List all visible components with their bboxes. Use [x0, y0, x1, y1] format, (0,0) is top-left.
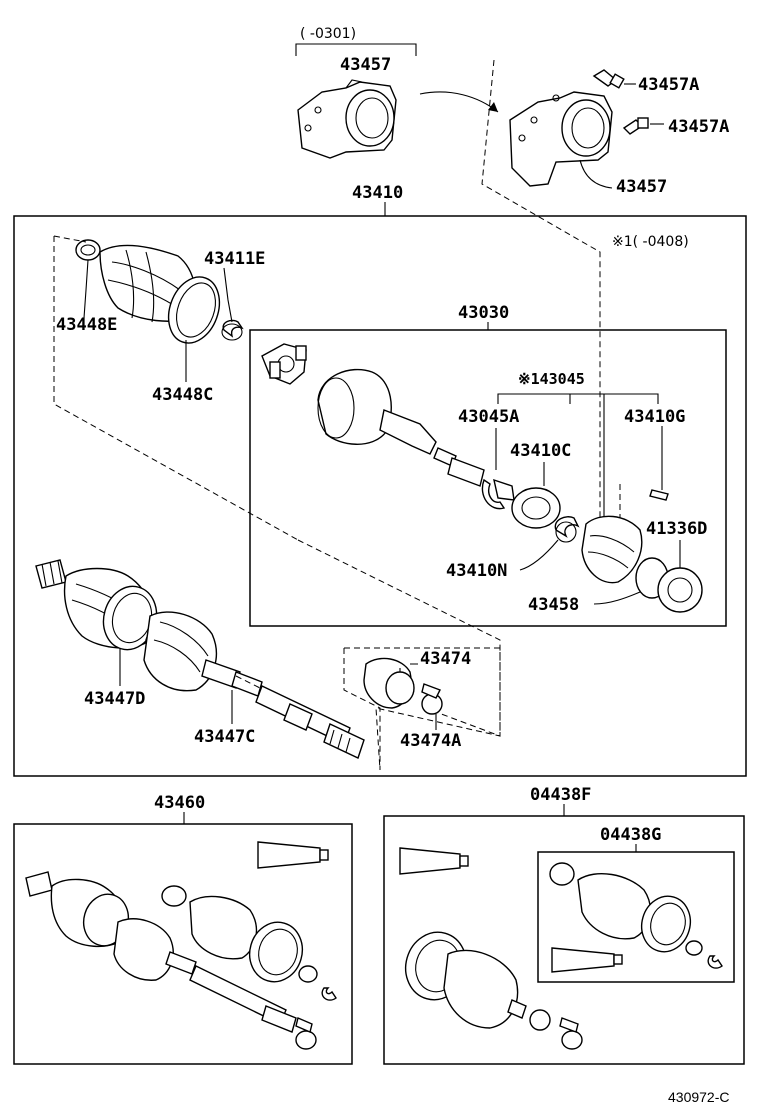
snap-ring-43411E[interactable] [221, 319, 244, 341]
reference-code: 430972-C [668, 1089, 730, 1105]
label-43457-top[interactable]: 43457 [340, 55, 391, 75]
label-43447C[interactable]: 43447C [194, 727, 255, 747]
tripod-joint[interactable] [261, 343, 307, 385]
label-41336D[interactable]: 41336D [646, 519, 707, 539]
boot-kit-04438G[interactable] [549, 862, 723, 973]
label-43045A[interactable]: 43045A [458, 407, 519, 427]
inner-joint-parts: ※143045 43045A 43410G 43410C [261, 343, 707, 615]
bearing-43410C[interactable] [511, 487, 561, 529]
drive-shaft-assembly[interactable] [35, 559, 365, 759]
bolt-43457A-upper[interactable] [592, 69, 625, 89]
range-label-0301: ( -0301) [300, 26, 356, 42]
boot-clamp-43448C[interactable] [160, 270, 228, 350]
label-04438G[interactable]: 04438G [600, 825, 661, 845]
bracket-group-top: ( -0301) 43457 43457A [295, 26, 729, 520]
shaft-kit-box [13, 823, 353, 1065]
snap-ring-43410N[interactable] [554, 516, 580, 543]
boot-kit-04438F[interactable] [398, 847, 583, 1050]
label-43474[interactable]: 43474 [420, 649, 471, 669]
shaft-kit-43460[interactable] [25, 841, 337, 1050]
bearing-bracket-left[interactable] [297, 79, 397, 159]
label-43448C[interactable]: 43448C [152, 385, 213, 405]
boot-kit-box-04438G [537, 851, 735, 983]
label-43457-right[interactable]: 43457 [616, 177, 667, 197]
label-43474A[interactable]: 43474A [400, 731, 461, 751]
boot-43474[interactable] [363, 657, 415, 709]
label-43411E[interactable]: 43411E [204, 249, 265, 269]
pin-43410G[interactable] [649, 489, 669, 501]
clamp-43474A[interactable] [421, 683, 443, 715]
label-43410G[interactable]: 43410G [624, 407, 685, 427]
bolt-43457A-lower[interactable] [622, 117, 649, 135]
label-43460[interactable]: 43460 [154, 793, 205, 813]
inner-joint-box [249, 329, 727, 627]
seal-41336D[interactable] [657, 567, 703, 613]
snap-ring-43045A[interactable] [481, 478, 515, 510]
label-43457A-1[interactable]: 43457A [638, 75, 699, 95]
label-43448E[interactable]: 43448E [56, 315, 117, 335]
note-0408: ※1( -0408) [612, 234, 689, 250]
label-43447D[interactable]: 43447D [84, 689, 145, 709]
label-43410N[interactable]: 43410N [446, 561, 507, 581]
clamp-43448E[interactable] [75, 239, 101, 261]
label-43410C[interactable]: 43410C [510, 441, 571, 461]
outer-boot-kit: 43411E 43448E 43448C [53, 235, 299, 541]
label-43457A-2[interactable]: 43457A [668, 117, 729, 137]
label-43045[interactable]: ※143045 [518, 370, 585, 388]
bearing-bracket-right[interactable] [509, 91, 613, 187]
label-43410[interactable]: 43410 [352, 183, 403, 203]
main-assembly-box [13, 215, 747, 777]
label-43030[interactable]: 43030 [458, 303, 509, 323]
clamp-set-43474: 43474 43474A [343, 647, 501, 770]
boot-kit-box-04438F [383, 815, 745, 1065]
inboard-joint-housing[interactable] [317, 368, 485, 487]
label-04438F[interactable]: 04438F [530, 785, 591, 805]
label-43458[interactable]: 43458 [528, 595, 579, 615]
